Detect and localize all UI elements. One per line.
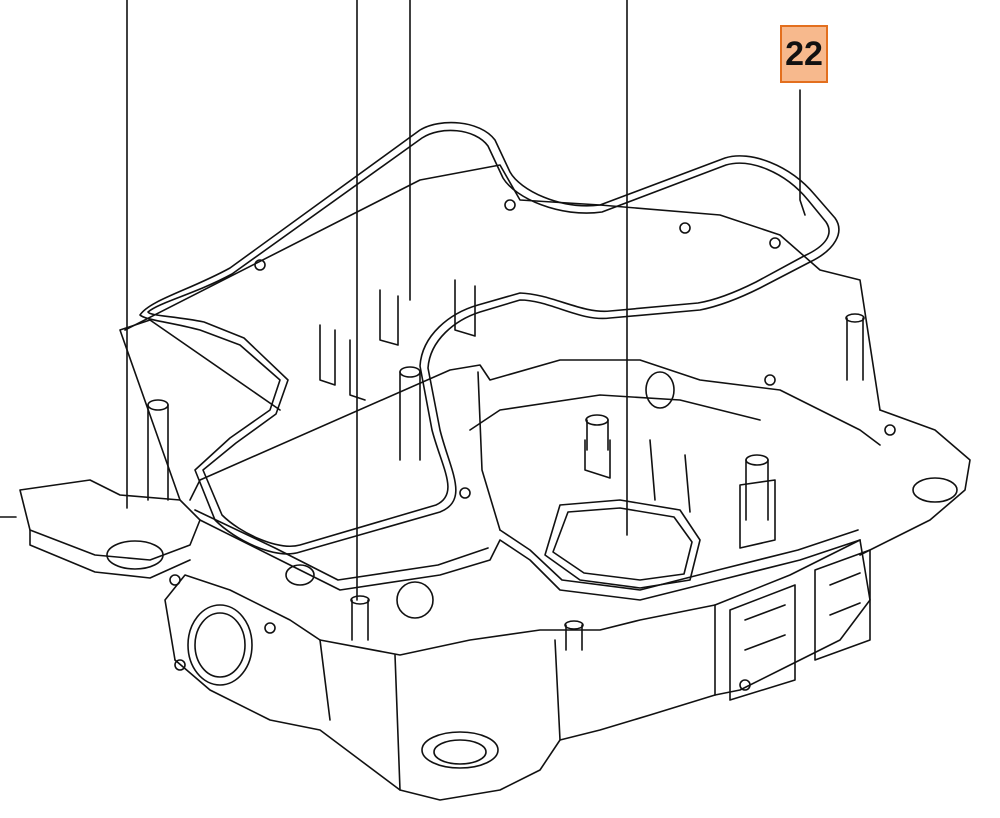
mounting-posts <box>147 313 865 651</box>
chassis-housing <box>19 164 971 801</box>
leader-lines <box>0 0 806 601</box>
screw-holes <box>169 199 896 691</box>
gasket-seal <box>139 121 840 555</box>
inner-rim <box>189 359 881 601</box>
circular-openings <box>106 371 958 769</box>
right-compartment <box>469 394 761 589</box>
part-callout-22[interactable]: 22 <box>780 25 828 83</box>
connector-frame <box>729 549 871 701</box>
inner-ribs <box>319 279 691 513</box>
